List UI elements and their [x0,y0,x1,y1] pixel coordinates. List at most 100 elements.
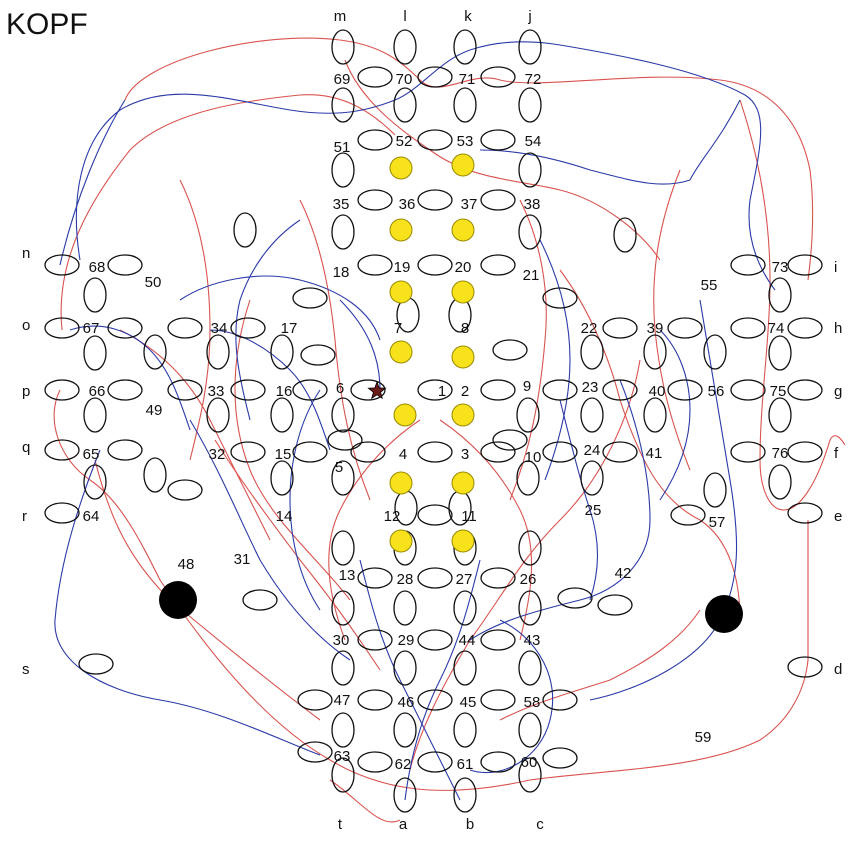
ellipse-pin [730,441,766,463]
black-dot [159,581,197,619]
blue-thread [339,299,381,391]
ellipse-pin [331,397,355,433]
ellipse-pin [417,689,453,711]
edge-label-left: o [22,317,30,334]
edge-label-right: d [834,661,842,678]
edge-label-top: l [403,8,406,25]
yellow-pin [451,529,475,553]
ellipse-pin [292,287,328,309]
red-thread [509,199,547,501]
red-thread [60,94,396,331]
red-thread [234,299,351,601]
pin-number-label: 28 [397,571,414,588]
ellipse-pin [580,397,604,433]
ellipse-pin [78,653,114,675]
ellipse-pin [331,757,355,793]
ellipse-pin [83,464,107,500]
edge-label-left: n [22,245,30,262]
pin-number-label: 71 [459,71,476,88]
ellipse-pin [233,212,257,248]
ellipse-pin [331,590,355,626]
pin-number-label: 64 [83,508,100,525]
ellipse-pin [542,689,578,711]
ellipse-pin [787,656,823,678]
ellipse-pin [557,587,593,609]
pin-number-label: 74 [768,320,785,337]
ellipse-pin [393,87,417,123]
ellipse-pin [518,650,542,686]
ellipse-pin [703,334,727,370]
pin-number-label: 24 [584,442,601,459]
pin-number-label: 63 [334,748,351,765]
pin-number-label: 1 [438,383,446,400]
ellipse-pin [167,479,203,501]
yellow-pin [451,345,475,369]
ellipse-pin [270,460,294,496]
ellipse-pin [787,254,823,276]
ellipse-pin [667,317,703,339]
red-thread [124,37,814,281]
pin-number-label: 47 [334,692,351,709]
pin-number-label: 70 [396,71,413,88]
ellipse-pin [787,379,823,401]
pin-number-label: 61 [457,756,474,773]
red-thread [299,199,371,501]
blue-thread-layer [54,41,776,801]
blue-thread [235,219,301,421]
ellipse-pin [518,214,542,250]
ellipse-pin [393,712,417,748]
blue-thread [209,329,331,451]
pin-number-label: 46 [398,694,415,711]
ellipse-pin [83,335,107,371]
ellipse-pin [480,254,516,276]
pin-number-label: 21 [523,267,540,284]
ellipse-pin [357,629,393,651]
ellipse-pin [83,277,107,313]
pin-number-label: 29 [398,632,415,649]
ellipse-pin [453,712,477,748]
pin-number-label: 50 [145,274,162,291]
ellipse-pin [297,741,333,763]
pin-number-label: 2 [461,383,469,400]
ellipse-pin [417,629,453,651]
ellipse-pin [44,379,80,401]
ellipse-pin [602,317,638,339]
ellipse-pin [357,66,393,88]
pin-number-label: 30 [333,632,350,649]
pin-number-label: 3 [461,446,469,463]
ellipse-pin [357,751,393,773]
pin-number-label: 8 [461,320,469,337]
blue-thread [539,239,571,481]
ellipse-pin [518,87,542,123]
ellipse-pin [518,712,542,748]
ellipse-pin [518,29,542,65]
ellipse-pin [518,152,542,188]
ellipse-pin [597,594,633,616]
ellipse-pin [768,397,792,433]
yellow-pin [393,403,417,427]
ellipse-pin [417,567,453,589]
ellipse-pin [480,629,516,651]
ellipse-pin [703,472,727,508]
yellow-pin [389,280,413,304]
pin-number-label: 11 [461,508,477,525]
edge-label-right: g [834,383,842,400]
pin-number-label: 76 [772,445,789,462]
ellipse-pin [542,747,578,769]
ellipse-pin [331,214,355,250]
edge-label-left: r [22,508,27,525]
ellipse-pin [417,66,453,88]
pin-number-label: 9 [523,378,531,395]
ellipse-pin [453,590,477,626]
ellipse-pin [327,429,363,451]
ellipse-pin [417,441,453,463]
pin-number-label: 59 [695,729,712,746]
ellipse-pin [787,317,823,339]
edge-label-right: f [834,445,839,462]
ellipse-pin [107,254,143,276]
pin-number-label: 33 [208,383,225,400]
yellow-pin [389,340,413,364]
ellipse-pin [730,317,766,339]
pin-number-label: 56 [708,383,725,400]
ellipse-pin [83,397,107,433]
